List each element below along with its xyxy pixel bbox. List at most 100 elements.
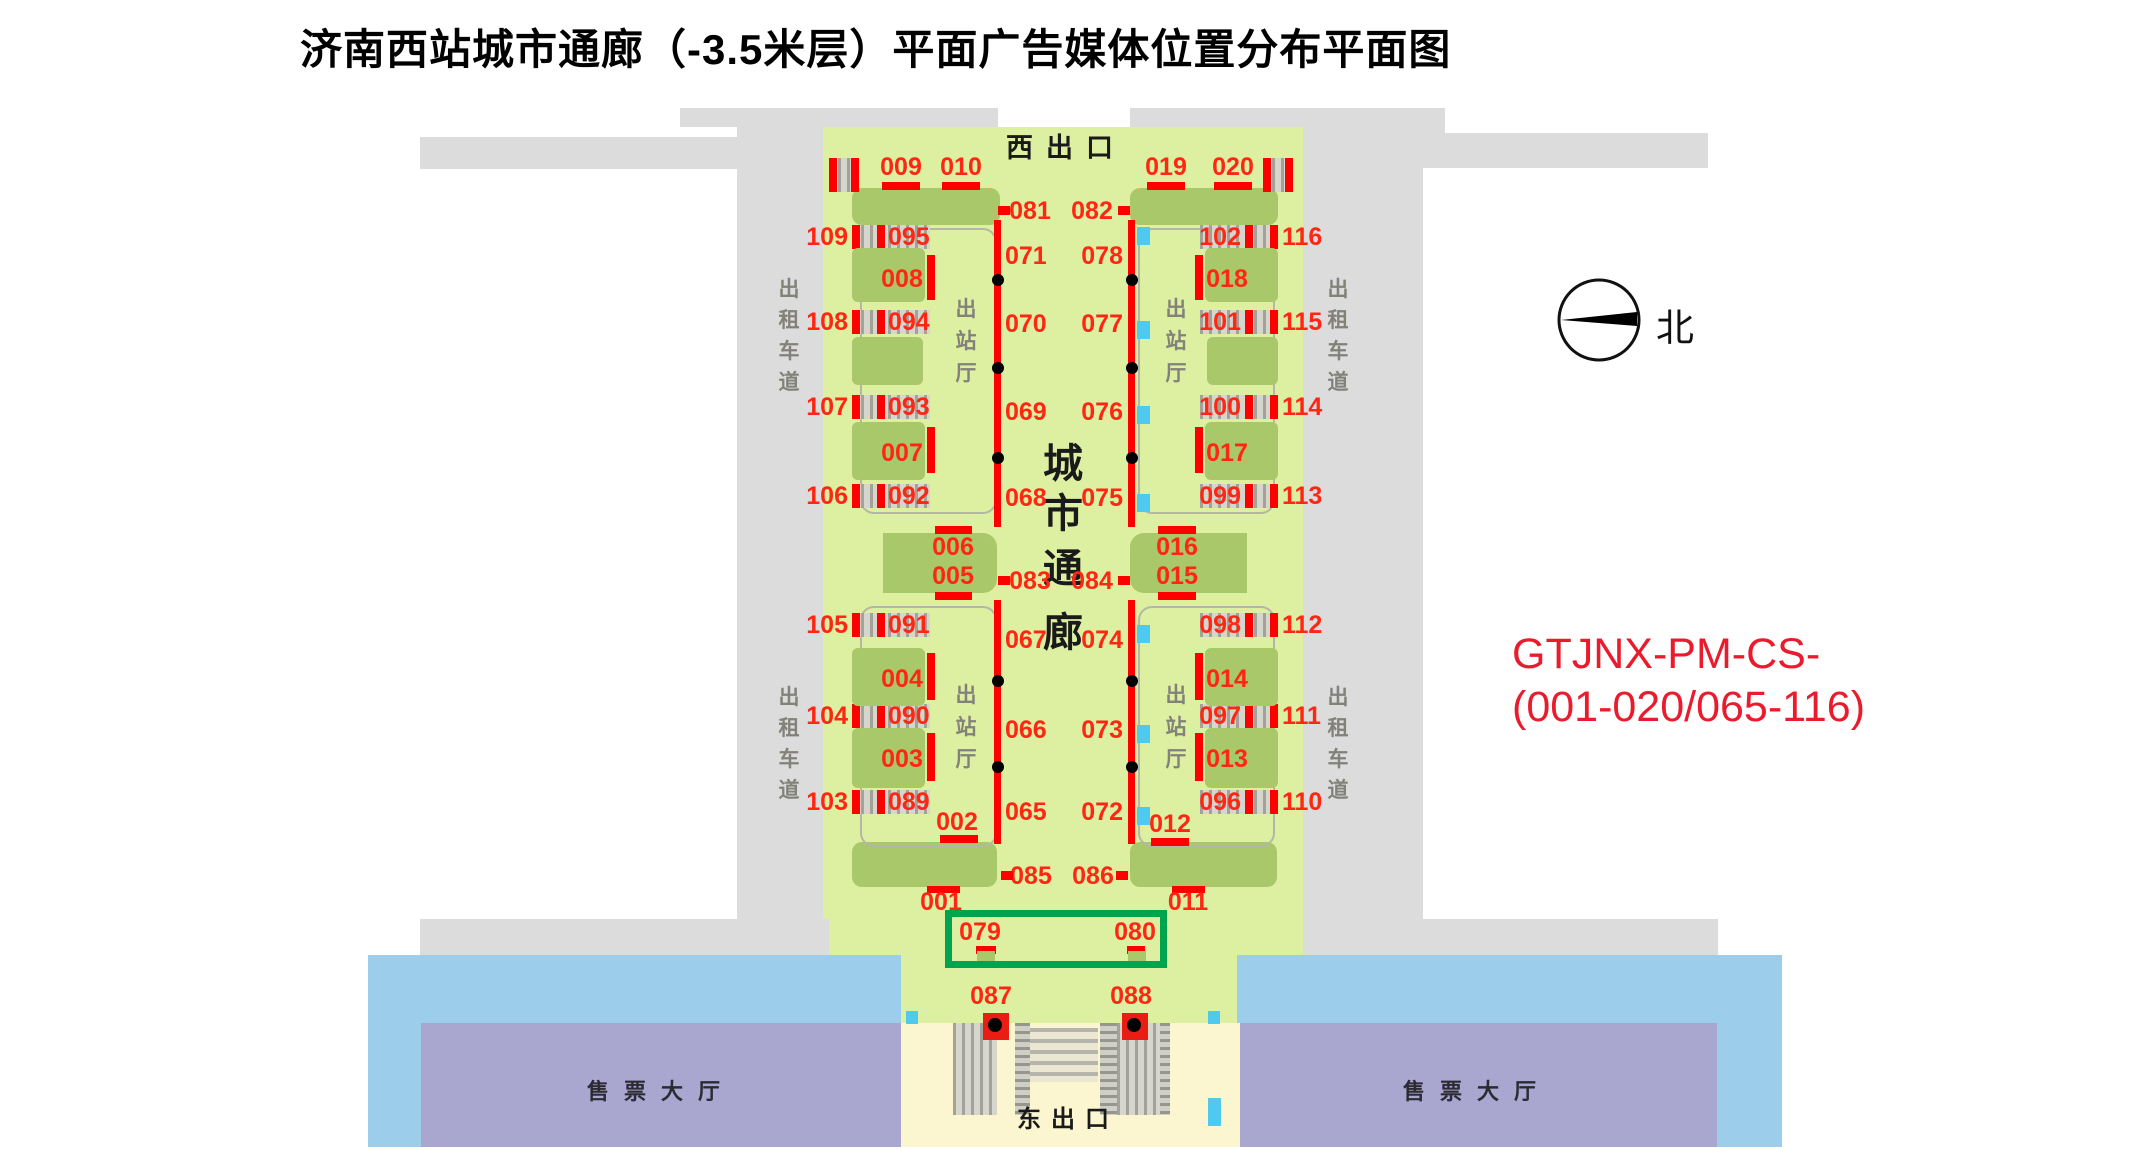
media-label-020: 020 — [1212, 153, 1254, 181]
media-label-011: 011 — [1167, 888, 1209, 916]
exit-hall-label-ne-char: 厅 — [1165, 362, 1187, 385]
media-label-076: 076 — [1081, 398, 1123, 426]
west-exit-label: 西出口 — [1006, 133, 1126, 163]
escalator-icon — [1200, 395, 1278, 419]
media-bar — [935, 592, 972, 600]
media-bar — [998, 576, 1010, 585]
media-bar — [1245, 613, 1253, 637]
media-bar — [877, 310, 885, 334]
media-bar — [1195, 733, 1203, 781]
media-label-088: 088 — [1110, 982, 1152, 1010]
structure-top-strip-right — [1130, 108, 1303, 127]
media-label-068: 068 — [1005, 484, 1047, 512]
media-label-070: 070 — [1005, 310, 1047, 338]
city-corridor-char-3: 廊 — [1043, 611, 1083, 655]
media-label-018: 018 — [1206, 265, 1248, 293]
exit-hall-label-nw-char: 厅 — [955, 362, 977, 385]
media-bar — [1118, 576, 1130, 585]
media-bar — [1285, 158, 1293, 192]
taxi-lane-label-ne-char: 租 — [1327, 309, 1349, 332]
blue-marker — [1137, 494, 1150, 512]
structure-top-strip-left — [680, 108, 998, 127]
media-label-013: 013 — [1206, 745, 1248, 773]
media-label-069: 069 — [1005, 398, 1047, 426]
media-block-014 — [1205, 648, 1278, 706]
media-label-016: 016 — [1156, 533, 1198, 561]
taxi-lane-label-sw-char: 出 — [778, 686, 800, 709]
platform-band-top-left — [852, 188, 1000, 225]
media-label-015: 015 — [1156, 562, 1198, 590]
structure-bottom-bar-right — [1303, 919, 1718, 955]
media-column-line — [994, 600, 1001, 844]
taxi-lane-label-se: 出租车道 — [1325, 682, 1351, 806]
media-bar — [1270, 225, 1278, 249]
media-block-015-016 — [1130, 533, 1247, 593]
ref-code-line2: (001-020/065-116) — [1512, 683, 1866, 731]
media-label-114: 114 — [1282, 393, 1323, 421]
page-title: 济南西站城市通廊（-3.5米层）平面广告媒体位置分布平面图 — [300, 26, 1452, 73]
media-label-083: 083 — [1009, 567, 1051, 595]
taxi-lane-label-nw-char: 出 — [778, 278, 800, 301]
media-label-110: 110 — [1282, 788, 1323, 816]
blue-marker — [1137, 625, 1150, 643]
exit-hall-label-ne-char: 站 — [1165, 330, 1187, 353]
escalator-icon — [1200, 704, 1278, 728]
blue-marker — [1137, 725, 1150, 743]
media-label-010: 010 — [940, 153, 982, 181]
media-label-086: 086 — [1072, 862, 1114, 890]
media-bar — [877, 484, 885, 508]
media-bar — [1270, 790, 1278, 814]
media-label-075: 075 — [1081, 484, 1123, 512]
blue-marker — [1208, 1098, 1221, 1126]
escalator-icon — [1100, 1023, 1117, 1115]
escalator-icon — [1030, 1028, 1098, 1082]
taxi-lane-label-ne-char: 道 — [1327, 371, 1349, 394]
media-bar — [852, 613, 860, 637]
media-label-095: 095 — [888, 223, 930, 251]
media-bar — [1270, 395, 1278, 419]
media-bar — [1195, 653, 1203, 700]
east-exit-label: 东出口 — [1017, 1106, 1119, 1133]
media-label-100: 100 — [1199, 393, 1241, 421]
media-bar — [942, 182, 980, 190]
escalator-icon — [1200, 310, 1278, 334]
column-joint-dot — [1126, 274, 1138, 286]
column-joint-dot — [992, 761, 1004, 773]
media-bar — [927, 653, 935, 700]
media-label-073: 073 — [1081, 716, 1123, 744]
taxi-lane-label-se-char: 租 — [1327, 717, 1349, 740]
media-label-005: 005 — [932, 562, 974, 590]
structure-bottom-bar-left — [420, 919, 829, 955]
media-label-079: 079 — [959, 918, 1001, 946]
media-label-006: 006 — [932, 533, 974, 561]
escalator-icon — [852, 613, 930, 637]
media-label-108: 108 — [806, 308, 848, 336]
media-bar — [976, 946, 996, 954]
media-label-115: 115 — [1282, 308, 1323, 336]
media-label-071: 071 — [1005, 242, 1047, 270]
media-label-103: 103 — [806, 788, 848, 816]
media-label-104: 104 — [806, 702, 848, 730]
media-label-082: 082 — [1071, 197, 1113, 225]
media-bar — [1245, 395, 1253, 419]
media-label-111: 111 — [1282, 702, 1321, 730]
media-bar — [998, 206, 1010, 215]
escalator-icon — [852, 395, 930, 419]
media-label-072: 072 — [1081, 798, 1123, 826]
media-block-003 — [852, 728, 925, 788]
media-label-065: 065 — [1005, 798, 1047, 826]
blue-marker — [1137, 807, 1150, 825]
media-label-091: 091 — [888, 611, 930, 639]
media-bar — [852, 395, 860, 419]
media-label-084: 084 — [1071, 567, 1113, 595]
media-label-096: 096 — [1199, 788, 1241, 816]
media-label-106: 106 — [806, 482, 848, 510]
media-label-078: 078 — [1081, 242, 1123, 270]
exit-hall-label-nw-char: 站 — [955, 330, 977, 353]
column-joint-dot — [1126, 675, 1138, 687]
compass-icon — [1557, 278, 1641, 362]
platform-band-bottom-left — [852, 842, 997, 887]
media-label-009: 009 — [880, 153, 922, 181]
media-block-013 — [1205, 728, 1278, 788]
media-label-014: 014 — [1206, 665, 1248, 693]
